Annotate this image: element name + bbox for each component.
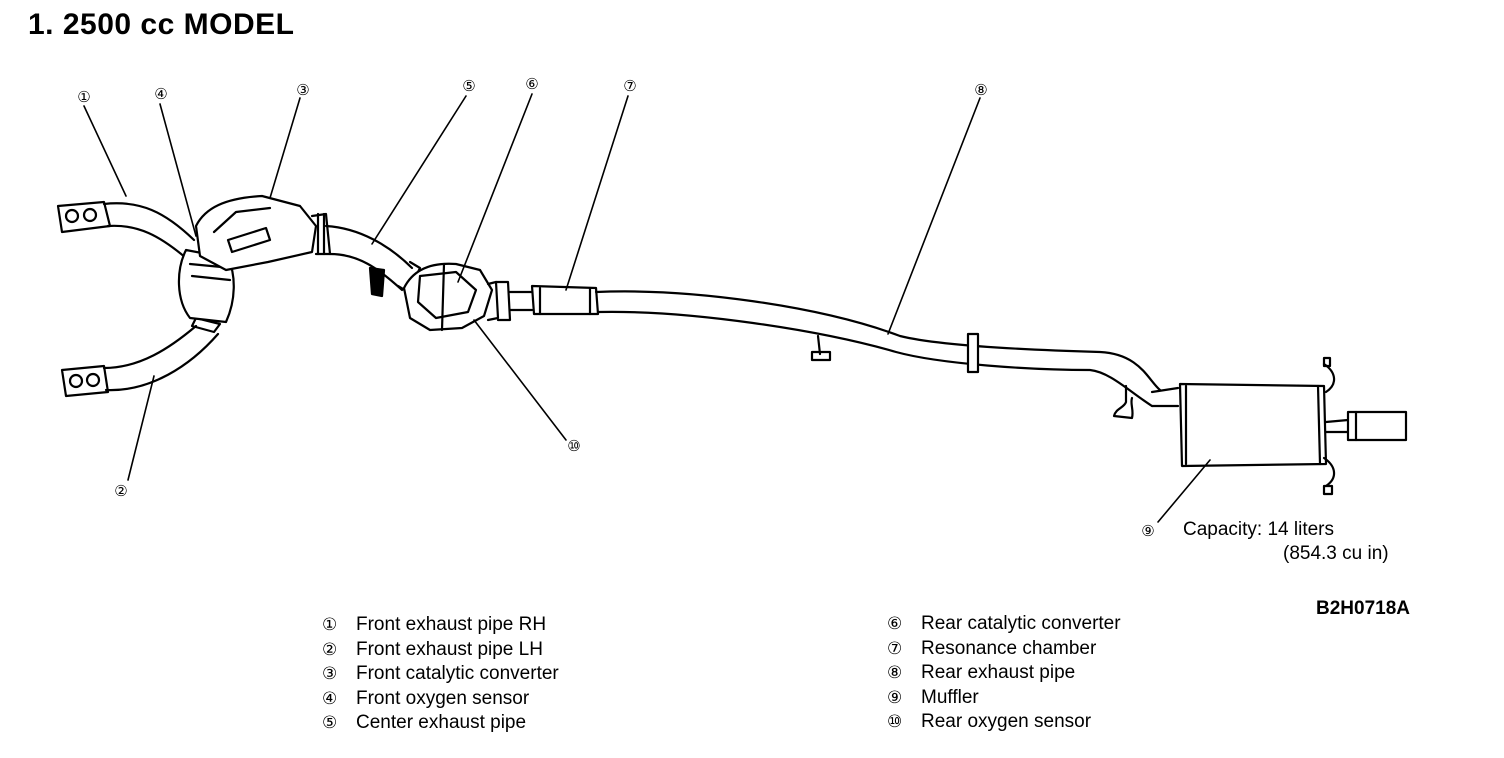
callout-10: ⑩ (567, 437, 581, 455)
legend-label: Rear catalytic converter (921, 613, 1121, 634)
legend-label: Front oxygen sensor (356, 687, 530, 709)
callout-1: ① (77, 88, 91, 106)
callout-9: ⑨ (1141, 522, 1155, 540)
front-exhaust-pipe-rh (56, 200, 196, 260)
legend-item: ④ Front oxygen sensor (322, 687, 559, 712)
figure-code: B2H0718A (1316, 598, 1410, 619)
resonance-chamber (508, 284, 600, 316)
legend-right: ⑥ Rear catalytic converter ⑦ Resonance cha… (887, 612, 1121, 735)
front-catalytic-converter (194, 194, 332, 272)
legend-marker: ⑨ (887, 687, 903, 708)
muffler-capacity-label: Capacity: 14 liters (1183, 519, 1335, 540)
legend-label: Rear oxygen sensor (921, 711, 1092, 732)
legend-marker: ⑦ (887, 638, 903, 659)
callout-5: ⑤ (462, 77, 476, 95)
callout-3: ③ (296, 81, 310, 99)
callout-4: ④ (154, 85, 168, 103)
rear-exhaust-pipe (594, 290, 1180, 420)
muffler (1178, 356, 1408, 496)
rear-catalytic-converter (402, 262, 512, 332)
muffler-capacity-volume: (854.3 cu in) (1283, 543, 1389, 564)
legend-left: ① Front exhaust pipe RH ② Front exhaust pi… (322, 613, 559, 736)
callout-2: ② (114, 482, 128, 500)
front-exhaust-pipe-lh (60, 316, 222, 398)
legend-label: Front catalytic converter (356, 663, 559, 684)
legend-marker: ⑥ (887, 614, 903, 634)
page-title: 1. 2500 cc MODEL (28, 8, 295, 41)
legend-marker: ⑤ (322, 713, 338, 733)
legend-marker: ⑩ (887, 712, 903, 732)
legend-label: Muffler (921, 686, 979, 708)
legend-item: ⑦ Resonance chamber (887, 637, 1121, 662)
callout-6: ⑥ (525, 75, 539, 93)
legend-marker: ③ (322, 664, 338, 684)
legend-item: ⑩ Rear oxygen sensor (887, 710, 1121, 735)
legend-marker: ④ (322, 688, 338, 709)
legend-marker: ① (322, 615, 338, 635)
legend-marker: ② (322, 639, 338, 660)
leader-lines (83, 93, 1211, 523)
legend-item: ② Front exhaust pipe LH (322, 638, 559, 663)
legend-item: ⑤ Center exhaust pipe (322, 711, 559, 736)
legend-item: ⑥ Rear catalytic converter (887, 612, 1121, 637)
legend-marker: ⑧ (887, 663, 903, 683)
legend-item: ③ Front catalytic converter (322, 662, 559, 687)
legend-label: Front exhaust pipe LH (356, 638, 543, 660)
callout-8: ⑧ (974, 81, 988, 99)
legend-label: Resonance chamber (921, 637, 1097, 659)
legend-item: ⑨ Muffler (887, 686, 1121, 711)
legend-label: Front exhaust pipe RH (356, 614, 547, 635)
legend-item: ① Front exhaust pipe RH (322, 613, 559, 638)
legend-label: Center exhaust pipe (356, 712, 527, 733)
callout-7: ⑦ (623, 77, 637, 95)
legend-label: Rear exhaust pipe (921, 662, 1076, 683)
legend-item: ⑧ Rear exhaust pipe (887, 661, 1121, 686)
